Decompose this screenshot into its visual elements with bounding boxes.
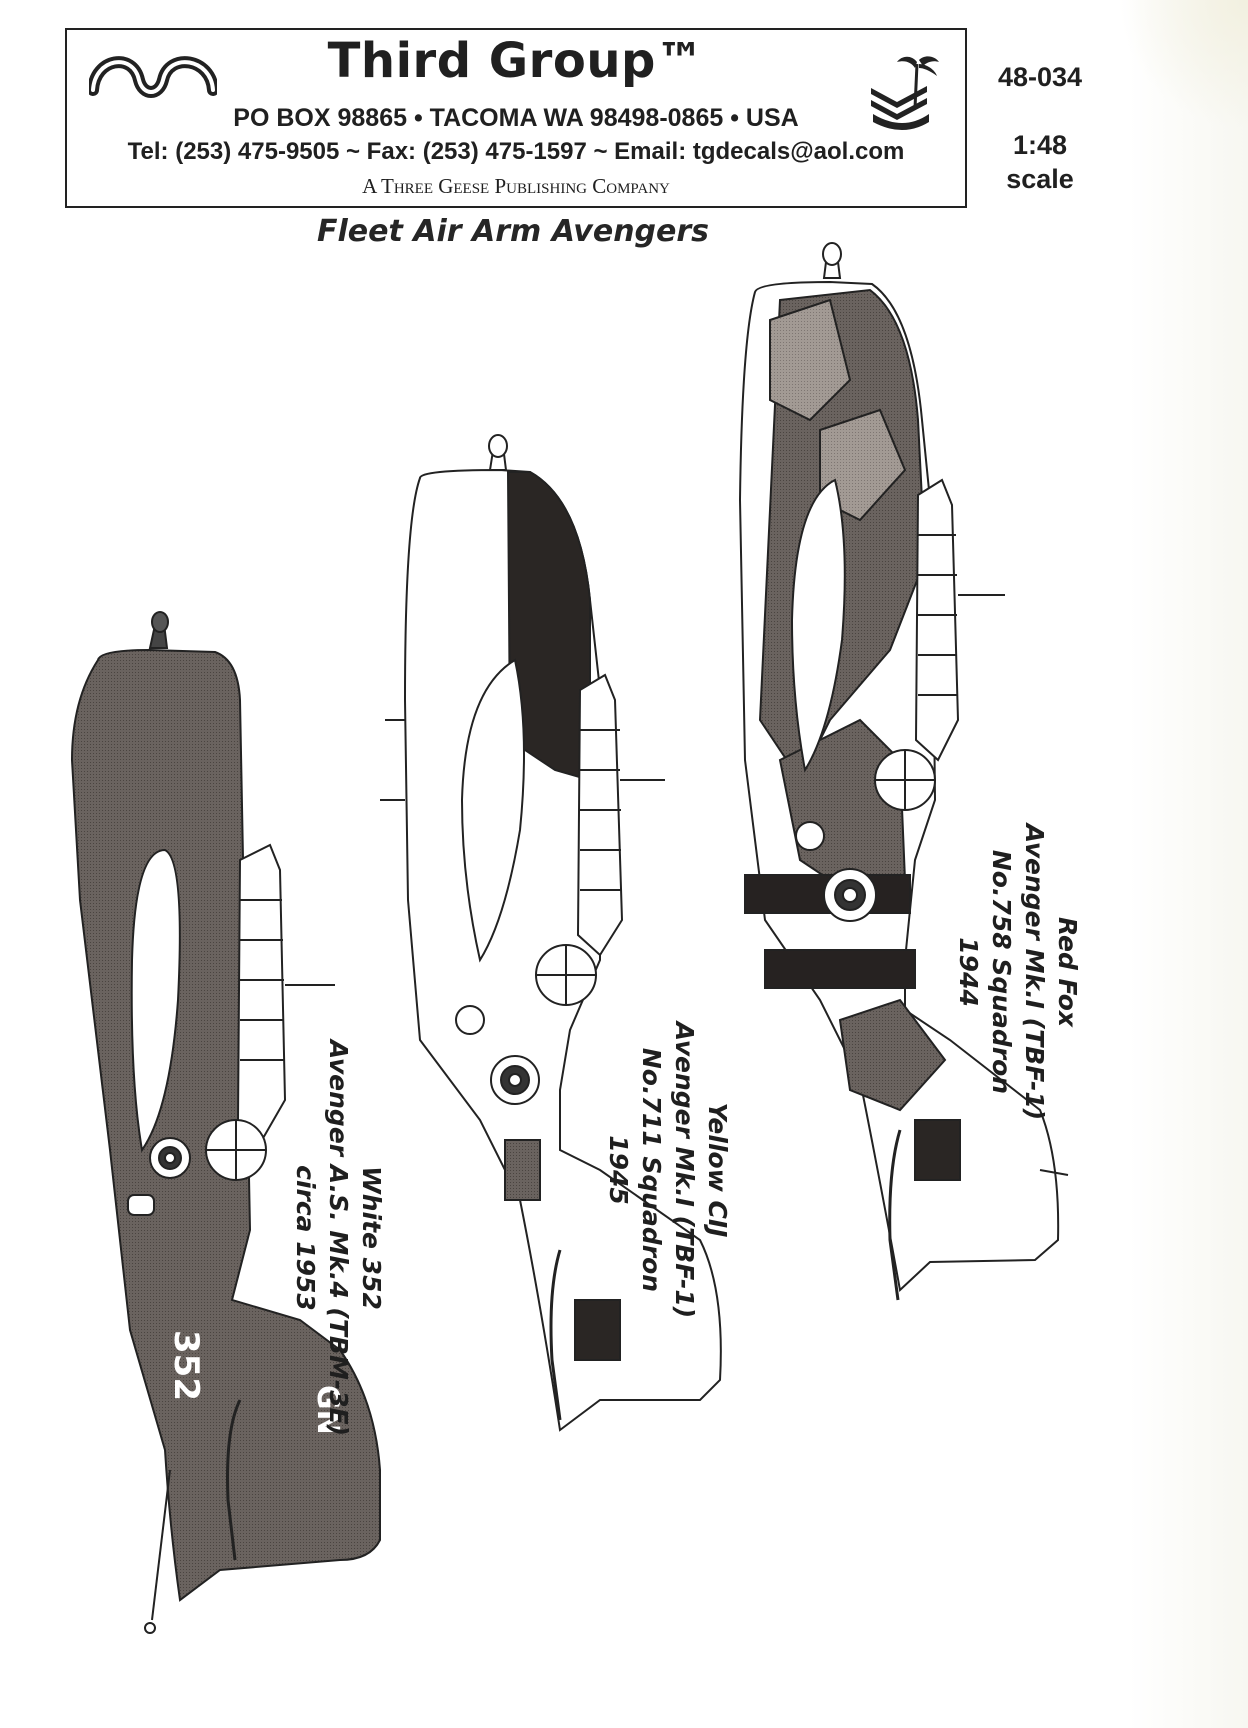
profile-caption-red-fox: Red Fox Avenger Mk.I (TBF-1) No.758 Squa… xyxy=(952,762,1084,1182)
caption-line-1: Yellow CIJ xyxy=(703,1102,732,1238)
profile-caption-yellow-cij: Yellow CIJ Avenger Mk.I (TBF-1) No.711 S… xyxy=(602,960,734,1380)
contact-line: Tel: (253) 475-9505 ~ Fax: (253) 475-159… xyxy=(127,138,905,165)
caption-line-2: Avenger Mk.I (TBF-1) xyxy=(670,1021,699,1319)
aircraft-profile-red-fox xyxy=(738,242,1069,1301)
paper-corner-stain xyxy=(1118,0,1248,130)
scale-word: scale xyxy=(1006,164,1074,194)
header-box: Third Group™ PO BOX 98865 • TACOMA WA 98… xyxy=(65,28,967,208)
caption-line-4: 1944 xyxy=(954,937,983,1007)
caption-line-4: 1945 xyxy=(604,1135,633,1205)
brand-name: Third Group™ xyxy=(327,33,705,89)
aircraft-profile-yellow-cij xyxy=(380,434,722,1432)
palm-geese-emblem-icon xyxy=(871,56,939,130)
caption-line-2: Avenger Mk.I (TBF-1) xyxy=(1020,823,1049,1121)
profile-caption-white-352: White 352 Avenger A.S. Mk.4 (TBM-3E) cir… xyxy=(289,1028,388,1448)
caption-line-2: Avenger A.S. Mk.4 (TBM-3E) xyxy=(324,1039,353,1437)
svg-text:352: 352 xyxy=(166,1330,206,1401)
caption-line-1: White 352 xyxy=(357,1166,386,1310)
scale-label: 1:48 scale xyxy=(985,128,1095,196)
paper-edge-shading xyxy=(1128,0,1248,1728)
aircraft-profile-white-352: 352 GN xyxy=(70,611,381,1634)
publisher-line: A Three Geese Publishing Company xyxy=(362,174,670,198)
postal-address: PO BOX 98865 • TACOMA WA 98498-0865 • US… xyxy=(233,104,799,132)
catalog-number: 48-034 xyxy=(997,62,1083,92)
caption-line-3: No.758 Squadron xyxy=(987,849,1016,1095)
scale-ratio: 1:48 xyxy=(1012,130,1068,160)
caption-line-1: Red Fox xyxy=(1053,917,1082,1027)
sheet-title: Fleet Air Arm Avengers xyxy=(317,214,710,249)
caption-line-3: circa 1953 xyxy=(291,1165,320,1311)
svg-text:GN: GN xyxy=(310,1385,345,1435)
wave-logo-icon xyxy=(89,56,217,98)
caption-line-3: No.711 Squadron xyxy=(637,1047,666,1293)
